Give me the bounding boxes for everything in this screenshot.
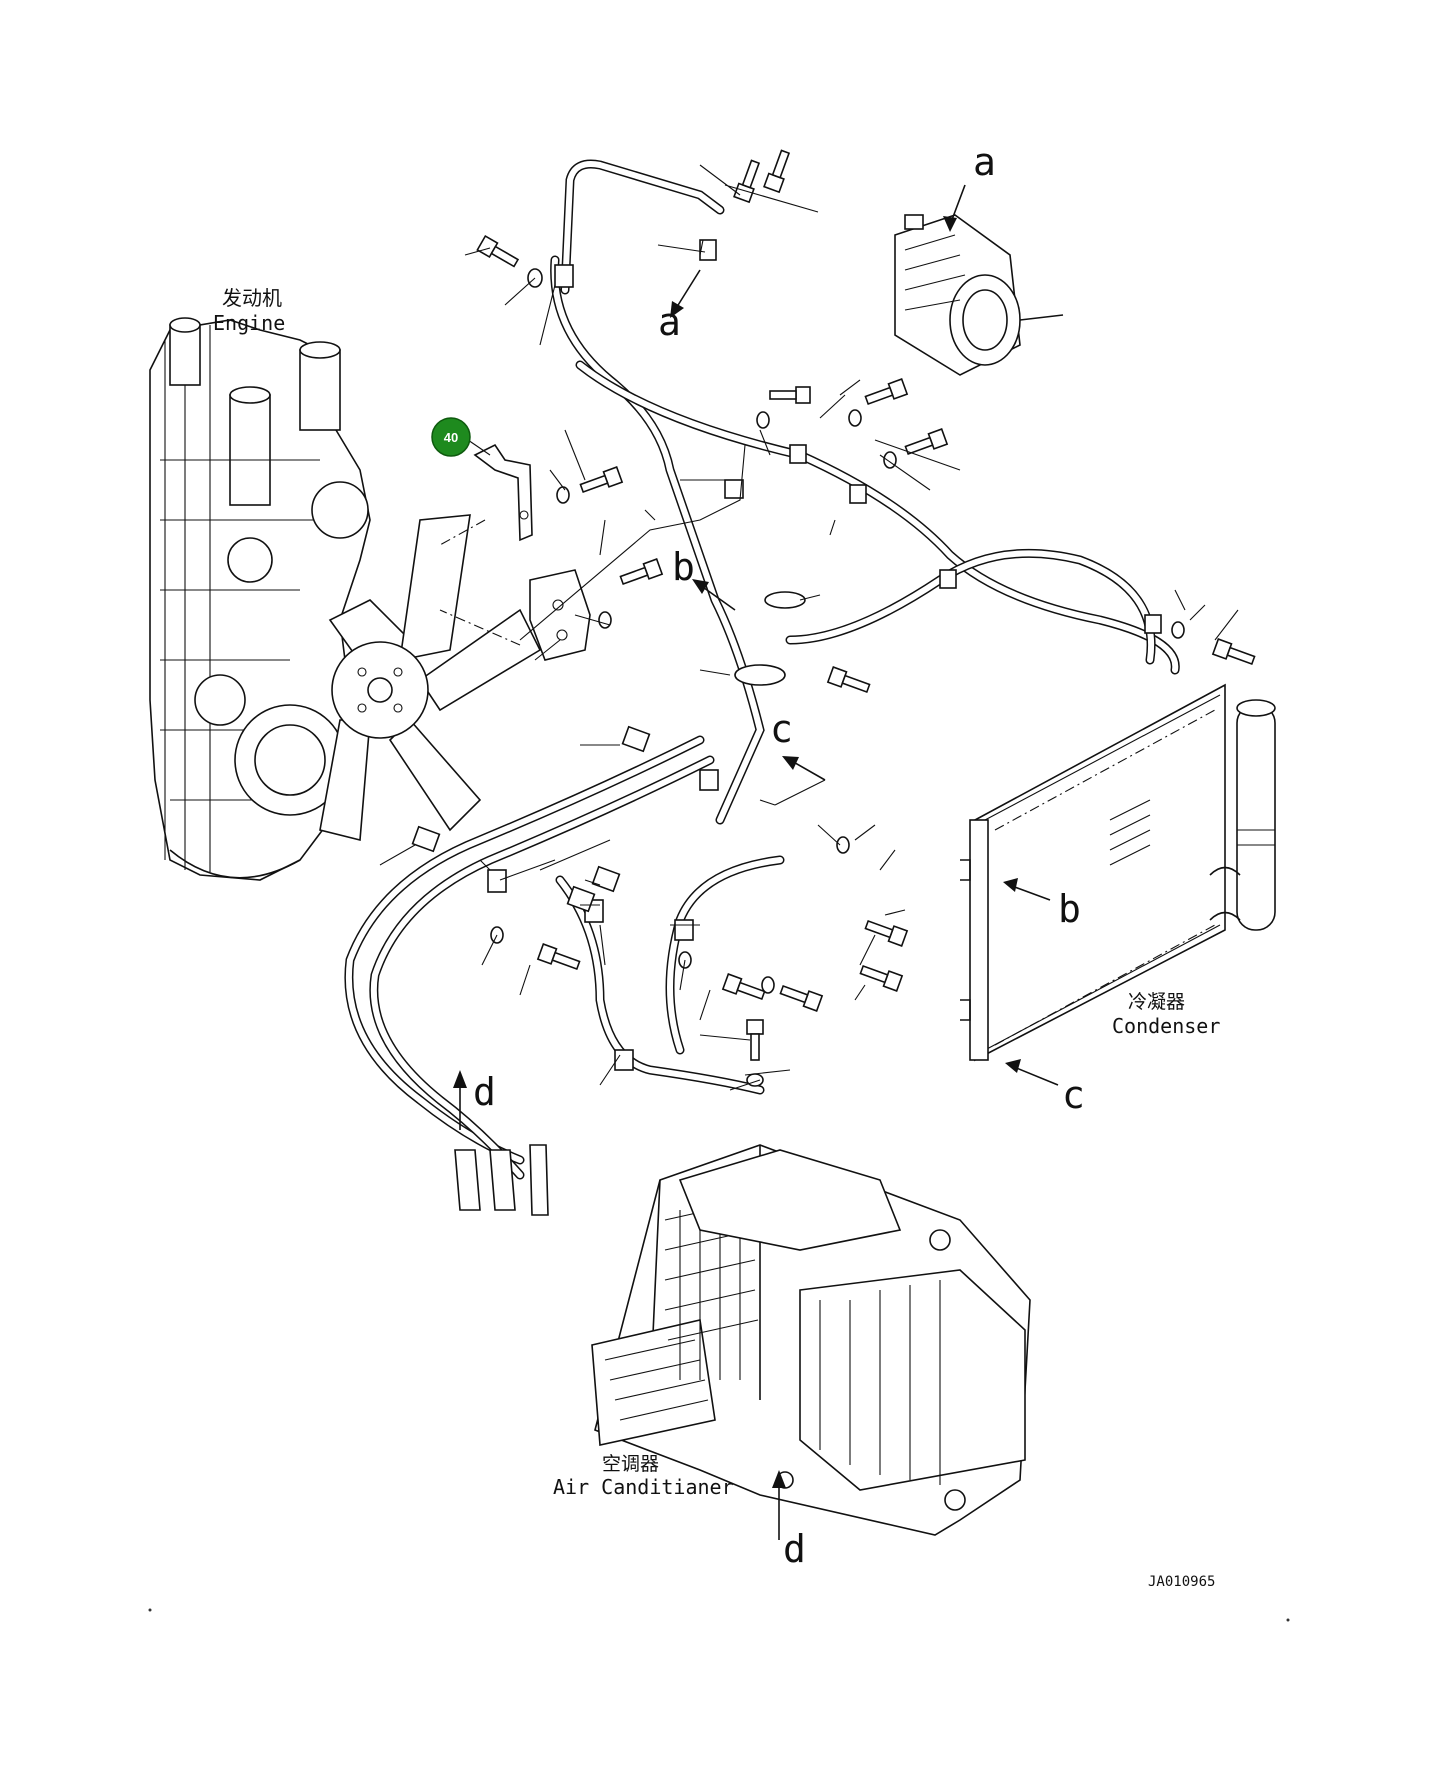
letter-a-top: a xyxy=(973,140,996,184)
condenser-label-en: Condenser xyxy=(1112,1014,1220,1038)
fasteners xyxy=(411,149,1256,1087)
letter-c-right: c xyxy=(1062,1073,1085,1117)
letter-b-mid: b xyxy=(672,545,695,589)
callout-circle[interactable] xyxy=(431,417,471,457)
compressor xyxy=(894,214,1064,376)
cooling-fan xyxy=(319,514,542,842)
letter-d-bottom: d xyxy=(783,1527,806,1571)
air-conditioner-unit xyxy=(591,1144,1031,1536)
letter-a-left: a xyxy=(658,300,681,344)
engine-illustration xyxy=(149,317,371,881)
letter-b-right: b xyxy=(1058,887,1081,931)
engine-label-cn: 发动机 xyxy=(222,286,282,310)
letter-c-mid: c xyxy=(770,707,793,751)
leader-lines xyxy=(379,164,1239,1091)
bracket-part xyxy=(473,443,591,661)
engine-label-en: Engine xyxy=(213,311,285,335)
callout-40-marker[interactable]: 40 xyxy=(431,417,491,457)
aircon-label-cn: 空调器 xyxy=(602,1453,659,1475)
condenser xyxy=(960,683,1276,1062)
scan-dot xyxy=(1286,1618,1290,1622)
callout-number: 40 xyxy=(444,430,458,445)
drawing-number: JA010965 xyxy=(1148,1574,1215,1590)
condenser-label-cn: 冷凝器 xyxy=(1128,991,1185,1013)
scan-dot xyxy=(148,1608,152,1612)
letter-d-left: d xyxy=(473,1070,496,1114)
aircon-label-en: Air Canditianer xyxy=(553,1475,734,1499)
hoses xyxy=(344,159,1180,1216)
